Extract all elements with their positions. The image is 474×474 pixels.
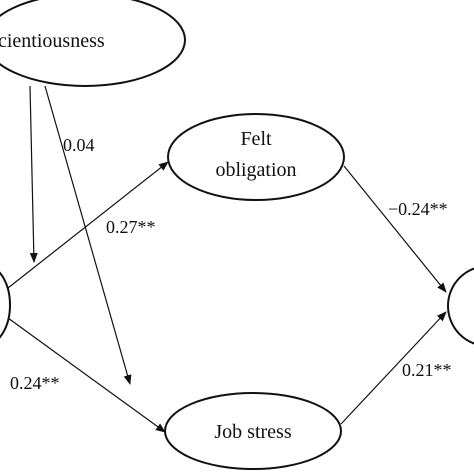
right-node [447,267,474,345]
coefficient-felt-to-right: −0.24** [388,199,448,219]
coefficient-stress-to-right: 0.21** [402,360,452,380]
coefficient-consc-to-stress: 0.04 [63,135,95,155]
arrow-job-stress-to-right [340,311,447,425]
left-node [0,271,11,339]
arrow-conscientiousness-to-left [29,85,38,263]
felt-obligation-label-line2: obligation [215,159,296,181]
coefficient-left-to-felt: 0.27** [106,217,156,237]
job-stress-label: Job stress [214,421,291,443]
felt-obligation-label-line1: Felt [240,128,272,150]
arrow-felt-obligation-to-right [343,165,447,293]
felt-obligation-node [167,113,345,201]
arrow-left-to-felt-obligation [7,161,169,289]
conscientiousness-node [0,0,186,87]
coefficient-left-to-stress: 0.24** [10,373,60,393]
conscientiousness-label: cientiousness [0,30,105,52]
arrow-left-to-job-stress [7,317,166,433]
arrow-conscientiousness-to-job-stress [44,85,132,385]
